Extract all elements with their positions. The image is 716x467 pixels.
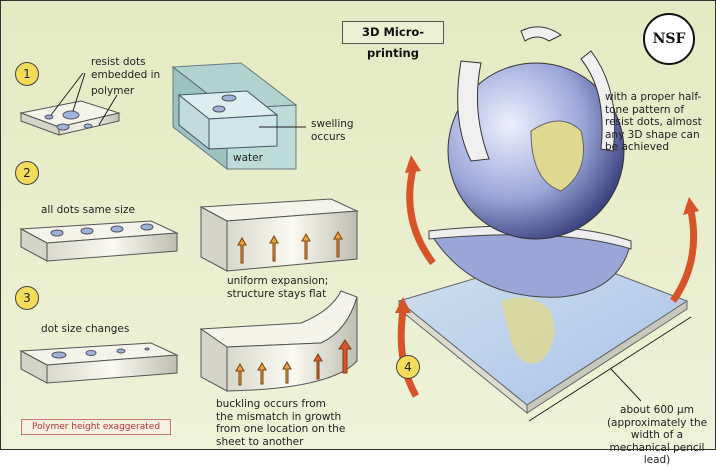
- page-title: 3D Micro-printing: [342, 21, 444, 60]
- step-1-badge: 1: [15, 62, 39, 86]
- label-water: water: [233, 152, 263, 164]
- water-tank: [171, 62, 306, 171]
- slab-step1: [19, 72, 121, 136]
- step-4-badge: 4: [396, 355, 420, 379]
- illustration: [19, 26, 699, 422]
- slab-step2: [19, 220, 179, 262]
- label-halftone: with a proper half-tone pattern of resis…: [605, 91, 702, 153]
- slab-expanded: [199, 198, 359, 272]
- globe: [447, 26, 625, 240]
- label-size-main: about 600 µm: [620, 404, 694, 416]
- label-uniform: uniform expansion; structure stays flat: [227, 275, 329, 300]
- step-2-badge: 2: [15, 161, 39, 185]
- slab-buckled: [199, 290, 358, 392]
- label-swelling: swelling occurs: [311, 118, 354, 143]
- label-resist-dots: resist dots embedded in: [91, 56, 161, 81]
- label-polymer: polymer: [91, 85, 135, 97]
- label-buckling: buckling occurs from the mismatch in gro…: [216, 398, 346, 448]
- slab-step3: [19, 342, 179, 384]
- arrow-heads: [395, 155, 699, 313]
- map-sheet: [397, 252, 692, 422]
- label-size-sub: (approximately the width of a mechanical…: [606, 416, 708, 467]
- nsf-logo: NSF: [643, 13, 695, 65]
- step-3-badge: 3: [15, 286, 39, 310]
- label-all-dots: all dots same size: [41, 204, 135, 216]
- label-dot-size: dot size changes: [41, 323, 130, 335]
- note-height-exaggerated: Polymer height exaggerated: [21, 419, 172, 435]
- label-size: about 600 µm (approximately the width of…: [601, 404, 713, 467]
